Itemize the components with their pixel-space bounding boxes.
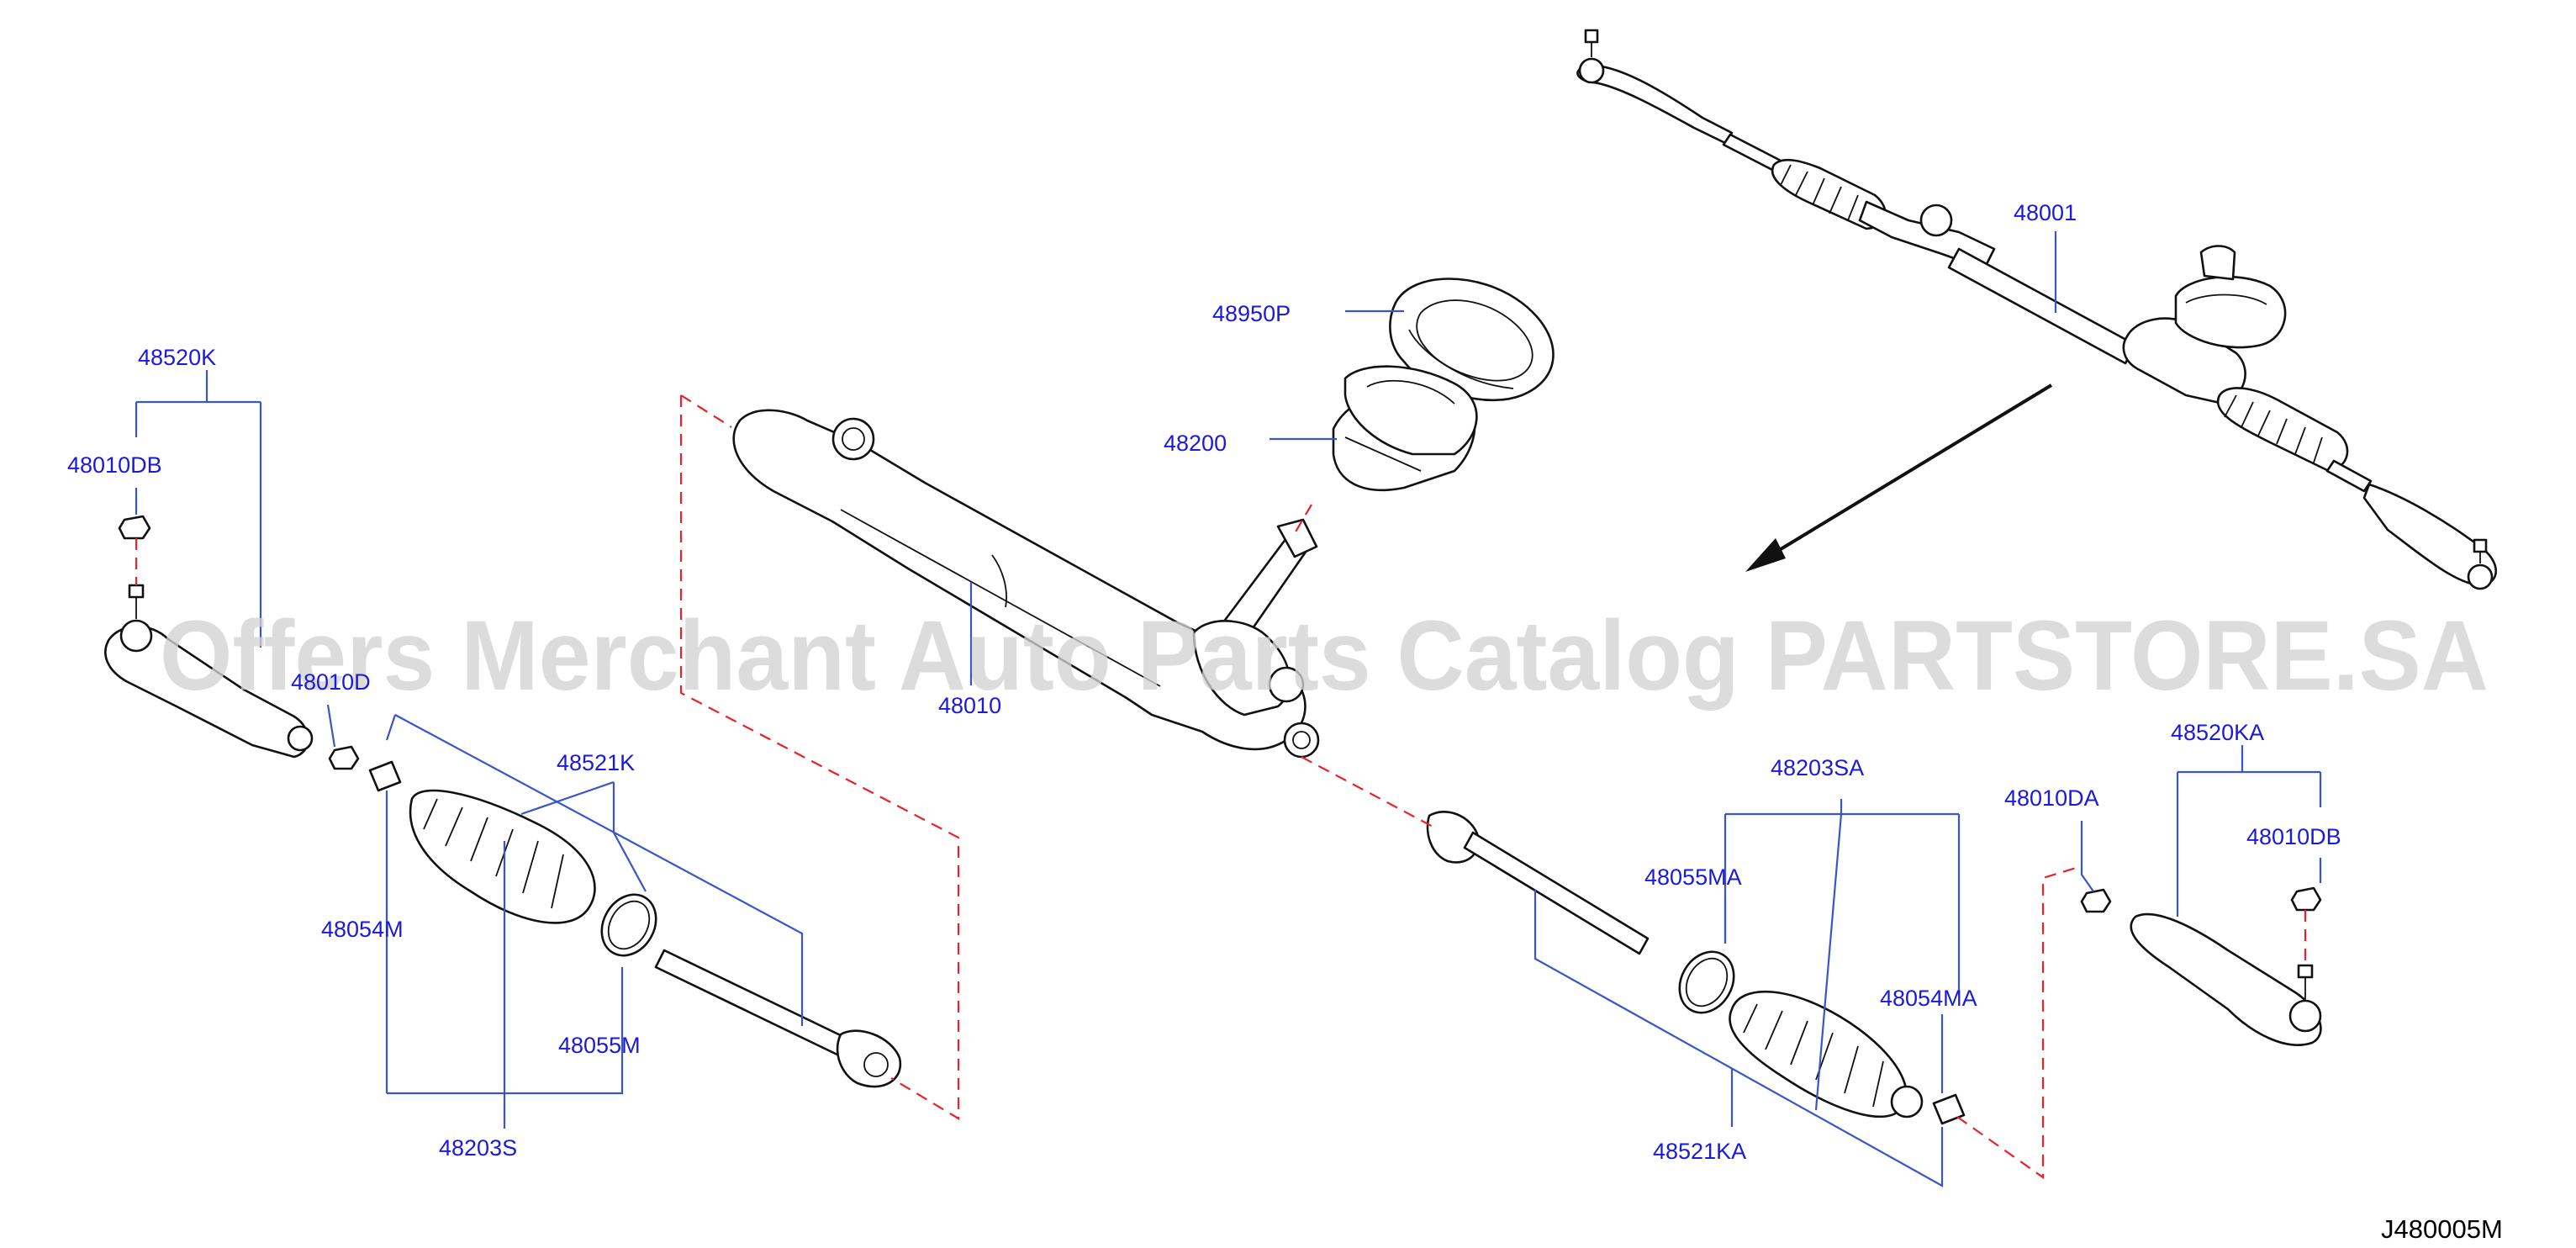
label-48010DA[interactable]: 48010DA bbox=[2004, 785, 2099, 811]
clamp-small-left bbox=[368, 760, 402, 792]
label-48054MA[interactable]: 48054MA bbox=[1880, 986, 1977, 1011]
label-48520KA[interactable]: 48520KA bbox=[2171, 720, 2264, 745]
label-48520K[interactable]: 48520K bbox=[138, 345, 216, 370]
clamp-small-right bbox=[1932, 1093, 1966, 1125]
watermark-text: Offers Merchant Auto Parts Catalog PARTS… bbox=[160, 600, 2489, 711]
label-48010D[interactable]: 48010D bbox=[291, 669, 371, 695]
dashed-connections bbox=[135, 394, 2307, 1180]
label-48203S[interactable]: 48203S bbox=[439, 1135, 517, 1161]
inner-rod-left bbox=[654, 949, 902, 1088]
inner-rod-right bbox=[1426, 811, 1650, 955]
boot-48203S bbox=[409, 789, 596, 924]
part-labels: 48001 48950P 48200 48010 48520K 48010DB … bbox=[67, 200, 2341, 1164]
label-48055M[interactable]: 48055M bbox=[558, 1033, 641, 1058]
steering-gear-assembly-overview bbox=[1576, 29, 2498, 590]
label-48200[interactable]: 48200 bbox=[1164, 431, 1227, 456]
label-48055MA[interactable]: 48055MA bbox=[1644, 865, 1742, 890]
nut-48010DB-right bbox=[2290, 886, 2322, 912]
boot-48203SA bbox=[1729, 990, 1924, 1118]
boot-48200-body bbox=[1343, 365, 1478, 456]
nut-48010DB-left bbox=[118, 515, 151, 540]
clamp-48055M bbox=[600, 893, 657, 957]
rack-housing bbox=[732, 409, 1320, 759]
nut-48010D bbox=[328, 745, 360, 770]
direction-arrow bbox=[1745, 383, 2053, 572]
label-48950P[interactable]: 48950P bbox=[1212, 301, 1291, 326]
label-48521KA[interactable]: 48521KA bbox=[1653, 1139, 1746, 1164]
leader-lines bbox=[135, 309, 2322, 1187]
label-48001[interactable]: 48001 bbox=[2014, 200, 2077, 225]
diagram-reference: J480005M bbox=[2381, 1214, 2503, 1244]
nut-48010DA bbox=[2080, 888, 2112, 913]
label-48010[interactable]: 48010 bbox=[938, 693, 1001, 718]
clamp-48055MA bbox=[1678, 950, 1735, 1014]
grommet-48950P bbox=[1389, 278, 1555, 402]
label-48054M[interactable]: 48054M bbox=[321, 917, 404, 942]
tie-rod-end-left bbox=[104, 584, 314, 759]
label-48010DB-right[interactable]: 48010DB bbox=[2246, 824, 2341, 849]
label-48203SA[interactable]: 48203SA bbox=[1771, 755, 1864, 780]
label-48010DB-left[interactable]: 48010DB bbox=[67, 452, 162, 478]
tie-rod-end-right bbox=[2130, 912, 2322, 1046]
label-48521K[interactable]: 48521K bbox=[557, 750, 635, 775]
